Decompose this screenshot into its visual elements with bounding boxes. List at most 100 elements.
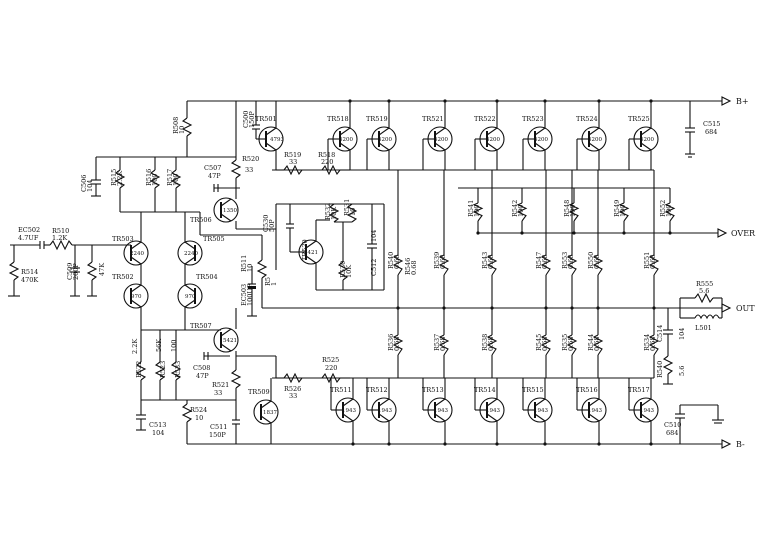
c510-ref: C510	[664, 421, 681, 429]
tr524-part: 5200	[588, 137, 602, 143]
top-output-row: TR5185200TR5195200TR5215200TR5225200TR52…	[327, 99, 659, 170]
r540b-value: 5.6	[678, 366, 686, 376]
tr504-ref: TR504	[196, 273, 218, 281]
r511-value: 10	[246, 264, 254, 272]
r544-ref: R544	[587, 334, 595, 351]
tr503-ref: TR503	[112, 235, 134, 243]
tr518-ref: TR518	[327, 115, 349, 123]
c511-ref: C511	[210, 423, 227, 431]
c514-value: 104	[678, 328, 686, 340]
r537-value: 0.68	[439, 337, 447, 351]
r524-ref: R524	[190, 406, 207, 414]
tr513-ref: TR513	[422, 386, 444, 394]
c508-value: 47P	[196, 372, 209, 380]
r547-value: 0.68	[541, 255, 549, 269]
r531-ref: R531	[343, 199, 351, 216]
r532-ref: R532	[324, 203, 332, 220]
r522-ref: R522	[135, 361, 143, 378]
tr512-ref: TR512	[366, 386, 388, 394]
r536-ref: R536	[387, 334, 395, 351]
r551-value: 0.68	[649, 255, 657, 269]
vbe-multiplier: C530 50P R532 10K R531 10 C512 104 R530 …	[262, 199, 385, 291]
output-bus: OUT	[262, 303, 755, 313]
c515-value: 684	[705, 128, 717, 136]
r533-ref: R533	[174, 361, 182, 378]
tr502-part: 970	[131, 294, 142, 300]
positive-rail: B+	[187, 96, 749, 106]
r514-value: 470K	[21, 276, 38, 284]
over-bus: OVER	[478, 228, 756, 238]
r542-value: 100	[517, 205, 525, 217]
r539-ref: R539	[433, 252, 441, 269]
c509-value: 200P	[72, 263, 80, 280]
tr509-part: 1837	[263, 410, 277, 416]
r535-value: 0.68	[567, 337, 575, 351]
r515-value: 2.2K	[116, 171, 124, 186]
r47k-value: 47K	[98, 263, 106, 276]
r548-ref: R548	[563, 200, 571, 217]
tr514-part: 1943	[486, 408, 500, 414]
r510-value: 1.2K	[52, 234, 67, 242]
r546-ref: R546	[404, 258, 412, 275]
ec502-value: 4.7UF	[18, 234, 39, 242]
r546-resistor: R546 0.68	[404, 258, 418, 275]
transistor-tr502: TR502 970	[112, 273, 149, 309]
r520-ref: R520	[242, 155, 259, 163]
lower-bias-network: R522 2.2K R523 56K R533 100 C508 47P R52…	[131, 308, 277, 444]
c507-ref: C507	[204, 164, 221, 172]
tr523-part: 5200	[534, 137, 548, 143]
r508-value: 10	[178, 126, 186, 134]
tr516-part: 1943	[588, 408, 602, 414]
r534-value: 0.68	[649, 337, 657, 351]
l501-label: L501	[695, 324, 712, 332]
r530-ref: R530	[339, 261, 347, 278]
c510-value: 684	[666, 429, 678, 437]
r538-ref: R538	[481, 334, 489, 351]
tr521-ref: TR521	[422, 115, 444, 123]
tr504-part: 970	[185, 294, 196, 300]
r524-value: 10	[195, 414, 203, 422]
r521-ref: R521	[212, 381, 229, 389]
tr525-part: 5200	[640, 137, 654, 143]
transistor-tr503: TR503 2240	[112, 235, 149, 266]
r546-value: 0.68	[410, 261, 418, 275]
tr509-ref: TR509	[248, 388, 270, 396]
r522-value: 2.2K	[131, 339, 139, 354]
r548-value: 100	[569, 205, 577, 217]
tr520-ref: TR520	[301, 239, 309, 261]
tr523-ref: TR523	[522, 115, 544, 123]
tr505-ref: TR505	[203, 235, 225, 243]
bias-network: C506 104 R515 2.2K R516 100 R517 100 R50…	[80, 101, 277, 331]
r542-ref: R542	[511, 200, 519, 217]
r518-ref: R518	[318, 151, 335, 159]
transistor-tr509: TR509 1837	[248, 388, 279, 444]
c513-value: 104	[152, 429, 164, 437]
tr501-part: 4793	[270, 137, 284, 143]
ec503-value: 100UF	[246, 283, 254, 306]
r533-value: 100	[170, 340, 178, 352]
r543-ref: R543	[481, 252, 489, 269]
transistor-tr507: TR507 5421	[190, 322, 239, 353]
r543-value: 0.68	[487, 255, 495, 269]
r526-value: 33	[289, 392, 297, 400]
c512-value: 104	[370, 230, 378, 242]
r534-ref: R534	[643, 334, 651, 351]
